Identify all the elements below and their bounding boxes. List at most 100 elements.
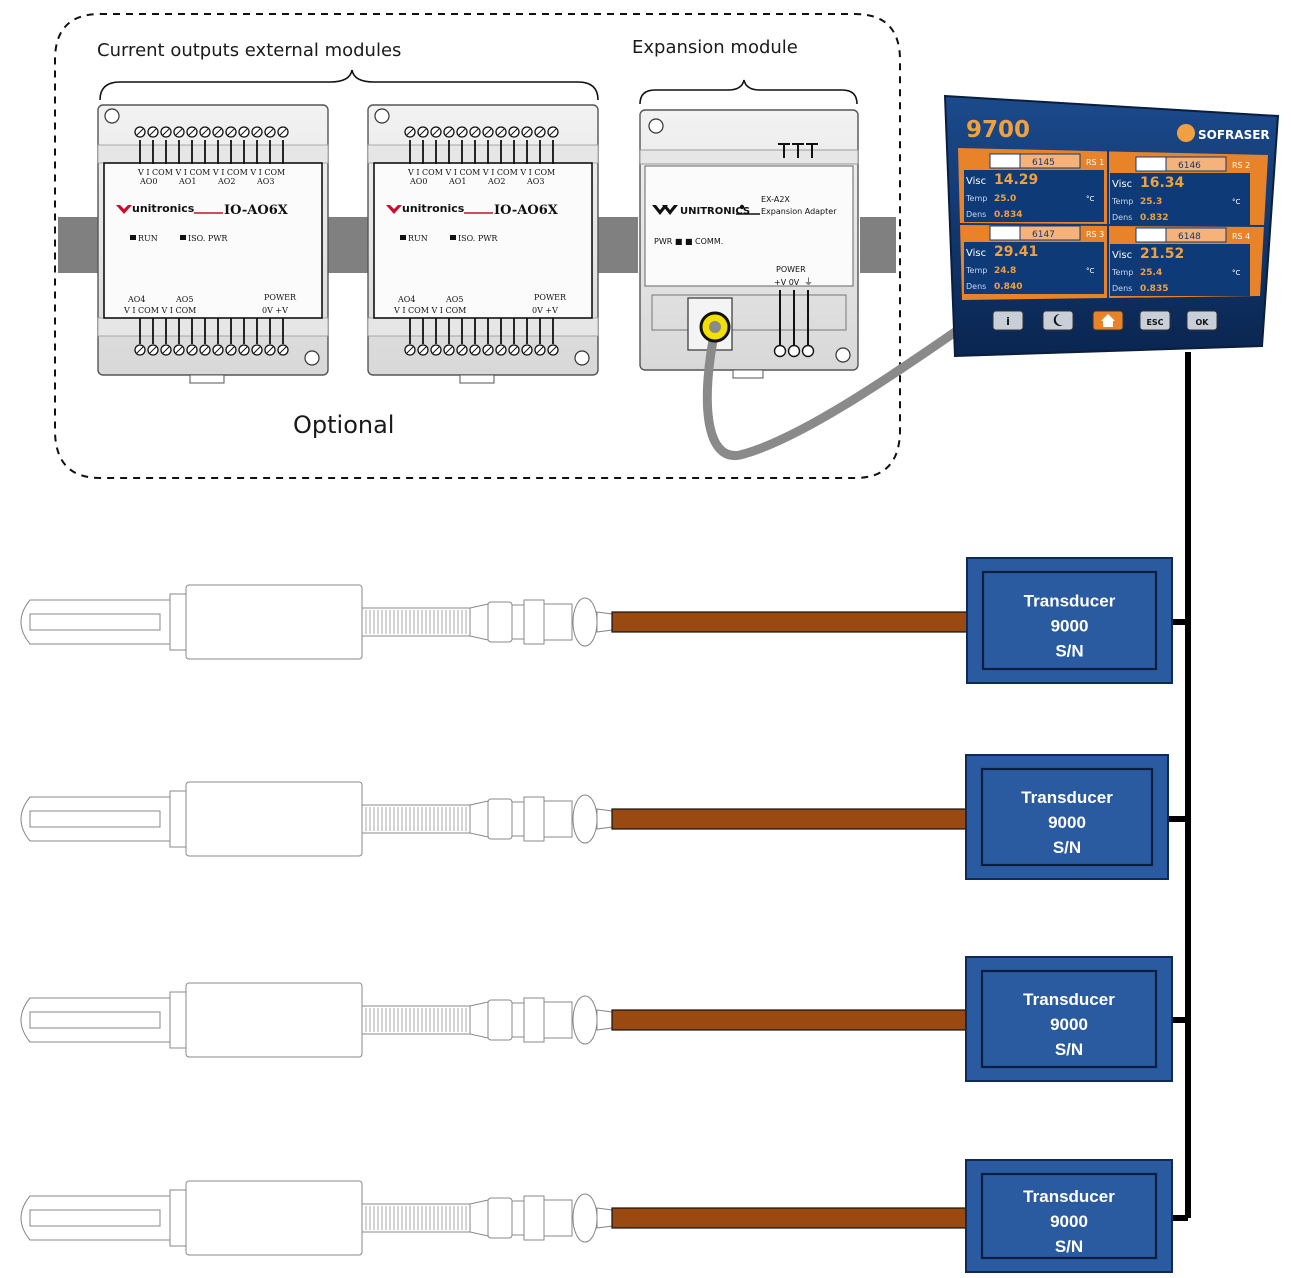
transducer-model: 9000 (1051, 617, 1089, 636)
visc-label: Visc (966, 248, 986, 259)
sensor-cable (611, 611, 968, 633)
channel-index: 1. (999, 158, 1008, 168)
power-terminal-lines (779, 290, 809, 345)
transducer-title: Transducer (1023, 1187, 1115, 1206)
expansion-subtitle: Expansion Adapter (761, 207, 837, 216)
cable-gland-icon (572, 794, 598, 844)
channel-serial: 6145 (1032, 158, 1055, 168)
dens-value: 0.834 (994, 210, 1022, 220)
home-button[interactable] (1092, 310, 1124, 331)
led-pins-icon (778, 143, 818, 158)
output-group-label: AO5 (445, 295, 463, 304)
mount-hole-icon (104, 108, 120, 124)
sensor-cable (611, 808, 967, 830)
output-group-label: AO2 (217, 177, 235, 186)
monitor-button-ok[interactable]: OK (1186, 310, 1218, 331)
unitronics-logo-icon (386, 205, 402, 214)
output-group-label: AO1 (178, 177, 196, 186)
channel-port: RS 2 (1232, 161, 1250, 170)
io-modules-brace (99, 69, 599, 101)
transducer-model: 9000 (1050, 1015, 1088, 1034)
io-module-model: IO-AO6X (494, 203, 559, 218)
expansion-power-label: POWER (776, 265, 806, 274)
mount-hole-icon (835, 347, 851, 363)
sensor-cable (611, 1207, 967, 1229)
temp-value: 24.8 (994, 266, 1016, 276)
expansion-brace (639, 79, 858, 105)
power-label: POWER (264, 293, 297, 302)
visc-value: 16.34 (1140, 175, 1185, 191)
temp-value: 25.0 (994, 194, 1016, 204)
mount-hole-icon (574, 350, 590, 366)
cable-gland-icon (572, 995, 598, 1045)
output-group-label: AO3 (526, 177, 544, 186)
output-group-label: AO3 (256, 177, 274, 186)
power-label: POWER (534, 293, 567, 302)
monitor-button-label: OK (1196, 318, 1210, 327)
expansion-model: EX-A2X (761, 195, 790, 204)
expansion-brand: UNITRONICS (680, 206, 750, 217)
output-group-label: AO0 (139, 177, 157, 186)
channel-index: 4. (1145, 232, 1154, 242)
temp-label: Temp (1111, 197, 1133, 206)
dens-label: Dens (1112, 284, 1132, 293)
io-module-brand: unitronics (402, 202, 465, 215)
power-pins-label: 0V +V (262, 306, 288, 315)
moon-button[interactable] (1042, 310, 1074, 331)
visc-label: Visc (1112, 250, 1132, 261)
bottom-pin-labels: V I COM V I COM (123, 306, 196, 315)
current-outputs-label: Current outputs external modules (97, 40, 401, 61)
temp-unit: °C (1232, 269, 1241, 277)
power-pins-label: 0V +V (532, 306, 558, 315)
mount-hole-icon (304, 350, 320, 366)
channel-serial: 6148 (1178, 232, 1201, 242)
transducer-serial: S/N (1053, 838, 1081, 857)
channel-port: RS 1 (1086, 158, 1104, 167)
moon-icon (1053, 313, 1063, 326)
home-icon (1101, 314, 1115, 327)
cable-gland-icon (572, 1193, 598, 1243)
transducer-title: Transducer (1024, 592, 1116, 611)
transducer-model: 9000 (1050, 1212, 1088, 1231)
expansion-adapter: UNITRONICS EX-A2X Expansion Adapter PWR … (639, 109, 859, 379)
io-module-brand: unitronics (132, 202, 195, 215)
bottom-pin-labels: V I COM V I COM (393, 306, 466, 315)
expansion-power-pins: +V 0V (774, 278, 800, 287)
temp-value: 25.3 (1140, 197, 1162, 207)
monitor-button-i[interactable]: i (992, 310, 1024, 331)
dens-label: Dens (966, 282, 986, 291)
ground-icon: ⏚ (804, 277, 813, 288)
sensor-rows: Transducer9000S/NTransducer9000S/NTransd… (20, 557, 1173, 1273)
visc-label: Visc (1112, 179, 1132, 190)
iso-pwr-led-icon (180, 235, 186, 240)
visc-value: 14.29 (994, 172, 1038, 188)
sensor-body (185, 982, 363, 1058)
visc-value: 29.41 (994, 244, 1038, 260)
io-module-model: IO-AO6X (224, 203, 289, 218)
mount-hole-icon (374, 108, 390, 124)
monitor-button-esc[interactable]: ESC (1139, 310, 1171, 331)
expansion-module-label: Expansion module (632, 37, 798, 58)
run-label: RUN (138, 234, 158, 243)
output-group-label: AO5 (175, 295, 193, 304)
visc-label: Visc (966, 176, 986, 187)
iso-pwr-led-icon (450, 235, 456, 240)
output-group-label: AO4 (397, 295, 415, 304)
transducer-model: 9000 (1048, 813, 1086, 832)
output-group-label: AO0 (409, 177, 427, 186)
visc-value: 21.52 (1140, 246, 1184, 262)
transducer-title: Transducer (1021, 788, 1113, 807)
temp-unit: °C (1086, 195, 1095, 203)
